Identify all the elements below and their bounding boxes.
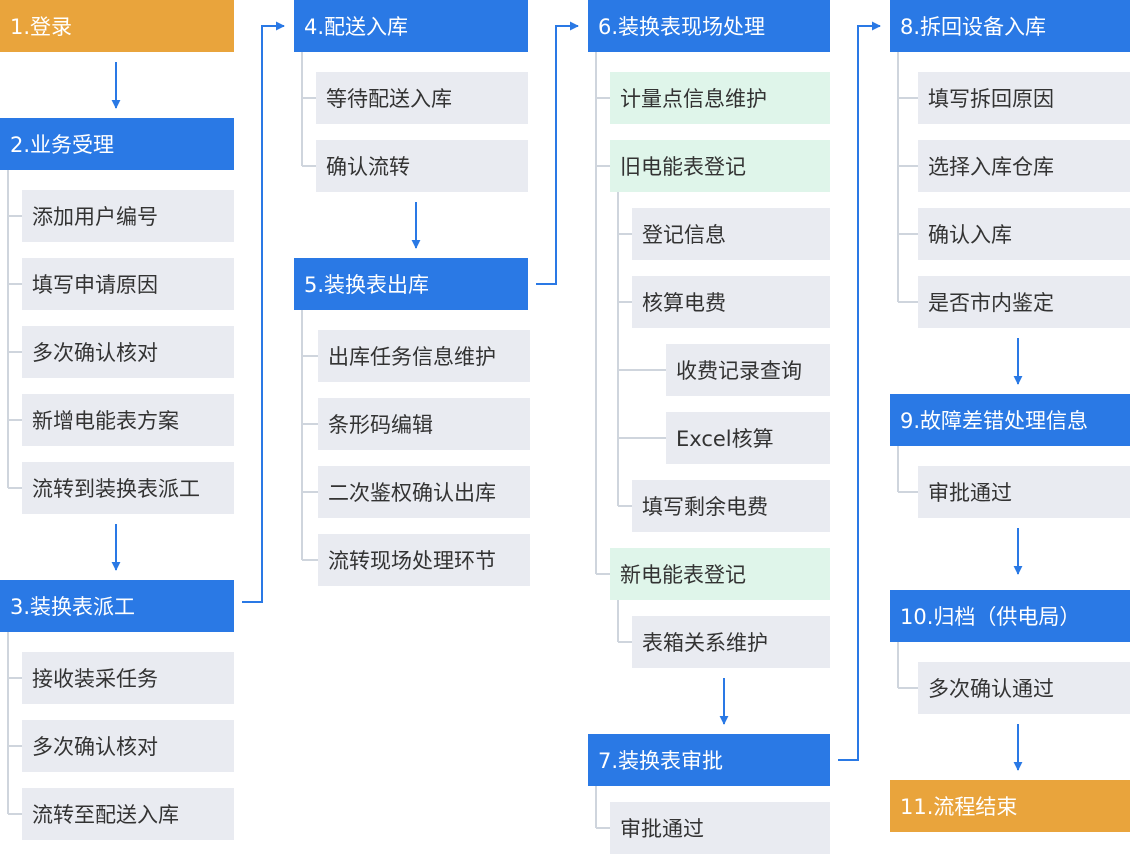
fault-item: 审批通过 xyxy=(918,466,1130,518)
step-onsite-processing: 6.装换表现场处理 xyxy=(588,0,830,52)
approval-item: 审批通过 xyxy=(610,802,830,854)
flow-arrows xyxy=(111,21,1023,771)
metering-point-maintenance: 计量点信息维护 xyxy=(610,72,830,124)
dispatch-item: 接收装采任务 xyxy=(22,652,234,704)
return-item: 确认入库 xyxy=(918,208,1130,260)
step-process-end: 11.流程结束 xyxy=(890,780,1130,832)
business-item: 多次确认核对 xyxy=(22,326,234,378)
old-meter-registration: 旧电能表登记 xyxy=(610,140,830,192)
outbound-item: 条形码编辑 xyxy=(318,398,530,450)
step-business-acceptance: 2.业务受理 xyxy=(0,118,234,170)
tree-lines xyxy=(7,52,918,829)
step-delivery-warehousing: 4.配送入库 xyxy=(294,0,528,52)
return-item: 填写拆回原因 xyxy=(918,72,1130,124)
remaining-fee-item: 填写剩余电费 xyxy=(632,480,830,532)
business-item: 流转到装换表派工 xyxy=(22,462,234,514)
old-meter-item: 核算电费 xyxy=(632,276,830,328)
step-meter-outbound: 5.装换表出库 xyxy=(294,258,528,310)
step-approval: 7.装换表审批 xyxy=(588,734,830,786)
step-returned-equipment-warehousing: 8.拆回设备入库 xyxy=(890,0,1130,52)
return-item: 选择入库仓库 xyxy=(918,140,1130,192)
business-item: 填写申请原因 xyxy=(22,258,234,310)
business-item: 新增电能表方案 xyxy=(22,394,234,446)
delivery-item: 等待配送入库 xyxy=(316,72,528,124)
step-fault-handling: 9.故障差错处理信息 xyxy=(890,394,1130,446)
step-archive: 10.归档（供电局） xyxy=(890,590,1130,642)
return-item: 是否市内鉴定 xyxy=(918,276,1130,328)
old-meter-item: 登记信息 xyxy=(632,208,830,260)
outbound-item: 出库任务信息维护 xyxy=(318,330,530,382)
dispatch-item: 流转至配送入库 xyxy=(22,788,234,840)
step-login: 1.登录 xyxy=(0,0,234,52)
fee-item: 收费记录查询 xyxy=(666,344,830,396)
meter-box-relation-item: 表箱关系维护 xyxy=(632,616,830,668)
business-item: 添加用户编号 xyxy=(22,190,234,242)
dispatch-item: 多次确认核对 xyxy=(22,720,234,772)
outbound-item: 二次鉴权确认出库 xyxy=(318,466,530,518)
delivery-item: 确认流转 xyxy=(316,140,528,192)
step-dispatch: 3.装换表派工 xyxy=(0,580,234,632)
fee-item: Excel核算 xyxy=(666,412,830,464)
new-meter-registration: 新电能表登记 xyxy=(610,548,830,600)
archive-item: 多次确认通过 xyxy=(918,662,1130,714)
outbound-item: 流转现场处理环节 xyxy=(318,534,530,586)
